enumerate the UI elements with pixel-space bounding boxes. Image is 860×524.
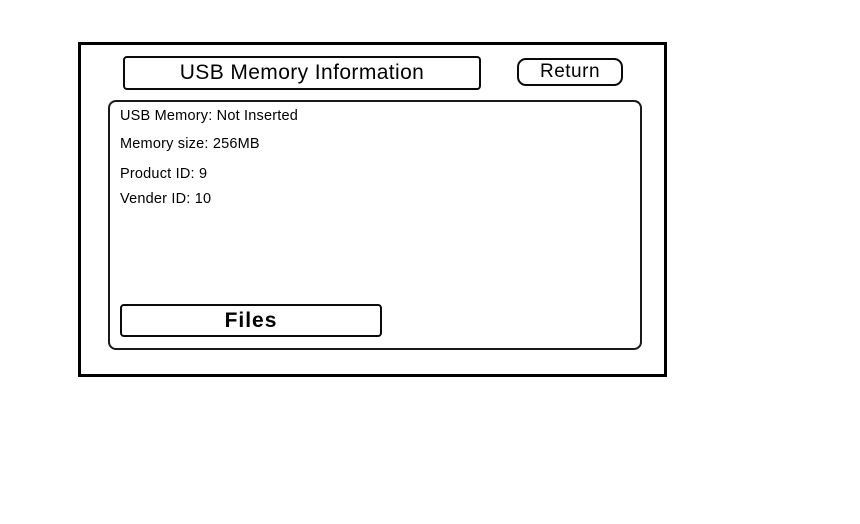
usb-info-panel: USB Memory: Not Inserted Memory size: 25… [108,100,642,350]
usb-memory-info-window: USB Memory Information Return USB Memory… [78,42,667,377]
page-title-box: USB Memory Information [123,56,481,90]
page-title: USB Memory Information [179,61,425,84]
files-button-label: Files [224,308,278,332]
memory-size-text: Memory size: 256MB [120,136,260,152]
return-button[interactable]: Return [517,58,623,86]
return-button-label: Return [539,61,601,82]
product-id-text: Product ID: 9 [120,166,208,182]
usb-memory-status-text: USB Memory: Not Inserted [120,108,299,124]
vender-id-text: Vender ID: 10 [120,191,212,207]
files-button[interactable]: Files [120,304,382,337]
